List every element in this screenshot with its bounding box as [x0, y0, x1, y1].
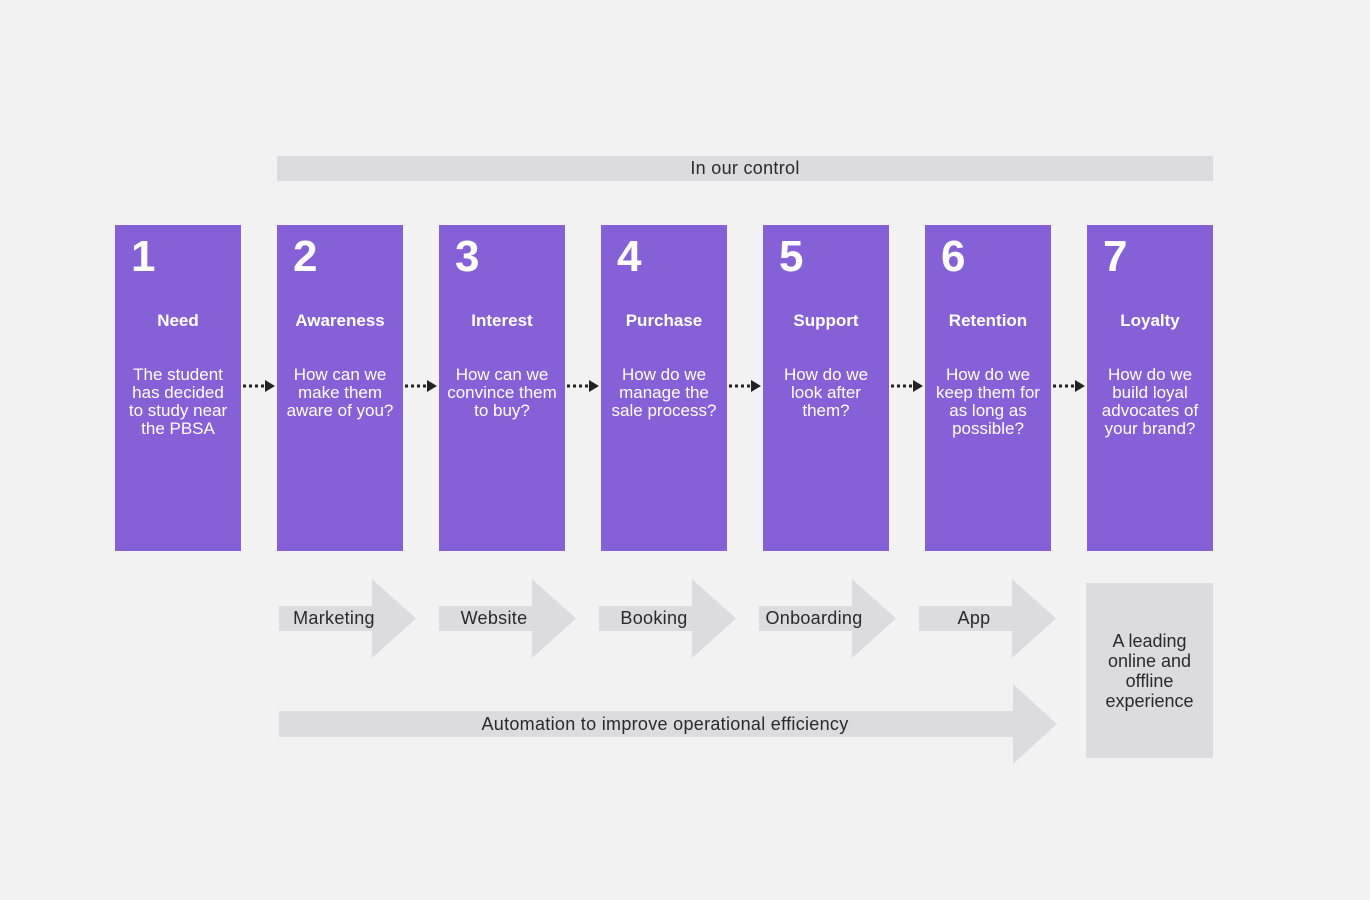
channel-label: Onboarding [765, 608, 863, 628]
step-description: How can we make them aware of you? [286, 365, 394, 420]
step-number: 7 [1103, 232, 1128, 281]
step-number: 1 [131, 232, 156, 281]
automation-label: Automation to improve operational effici… [481, 713, 849, 734]
outcome-box: A leading online and offline experience [1086, 583, 1213, 758]
step-description: How do we build loyal advocates of your … [1101, 365, 1199, 438]
step-loyalty: 7 Loyalty How do we build loyal advocate… [1087, 225, 1213, 551]
dotted-arrow-icon [891, 380, 923, 392]
step-description: How do we manage the sale process? [611, 365, 717, 420]
channel-label: Booking [620, 608, 688, 628]
step-purchase: 4 Purchase How do we manage the sale pro… [601, 225, 727, 551]
step-description: How do we look after them? [783, 365, 869, 420]
step-title: Retention [948, 311, 1028, 330]
dotted-arrow-icon [567, 380, 599, 392]
step-number: 2 [293, 232, 318, 281]
channel-label: Website [460, 608, 528, 628]
step-description: How can we convince them to buy? [447, 365, 557, 420]
right-arrow-shape [279, 579, 416, 658]
step-number: 3 [455, 232, 480, 281]
step-title: Purchase [625, 311, 703, 330]
dotted-arrow-icon [1053, 380, 1085, 392]
step-need: 1 Need The student has decided to study … [115, 225, 241, 551]
step-number: 5 [779, 232, 804, 281]
right-arrow-shape [759, 579, 896, 658]
dotted-arrow-icon [405, 380, 437, 392]
step-number: 4 [617, 232, 642, 281]
step-title: Awareness [295, 311, 385, 330]
step-description: How do we keep them for as long as possi… [936, 365, 1040, 438]
control-label: In our control [690, 158, 800, 178]
step-title: Interest [471, 311, 533, 330]
in-our-control-bar: In our control [277, 156, 1213, 181]
step-description: The student has decided to study near th… [128, 365, 228, 438]
step-awareness: 2 Awareness How can we make them aware o… [277, 225, 403, 551]
step-support: 5 Support How do we look after them? [763, 225, 889, 551]
right-arrow-shape [599, 579, 736, 658]
step-title: Support [793, 311, 859, 330]
right-arrow-shape [439, 579, 576, 658]
dotted-arrow-icon [729, 380, 761, 392]
right-arrow-shape [279, 684, 1057, 764]
step-interest: 3 Interest How can we convince them to b… [439, 225, 565, 551]
channel-website-arrow: Website [437, 579, 577, 658]
outcome-label: A leading online and offline experience [1105, 630, 1194, 711]
automation-arrow: Automation to improve operational effici… [279, 684, 1059, 764]
step-title: Need [157, 311, 199, 330]
channel-onboarding-arrow: Onboarding [757, 579, 897, 658]
step-title: Loyalty [1120, 311, 1180, 330]
right-arrow-shape [919, 579, 1056, 658]
channel-app-arrow: App [917, 579, 1057, 658]
dotted-arrow-icon [243, 380, 275, 392]
step-retention: 6 Retention How do we keep them for as l… [925, 225, 1051, 551]
channel-booking-arrow: Booking [597, 579, 737, 658]
channel-label: Marketing [293, 608, 375, 628]
channel-label: App [957, 608, 991, 628]
step-number: 6 [941, 232, 966, 281]
channel-marketing-arrow: Marketing [277, 579, 417, 658]
